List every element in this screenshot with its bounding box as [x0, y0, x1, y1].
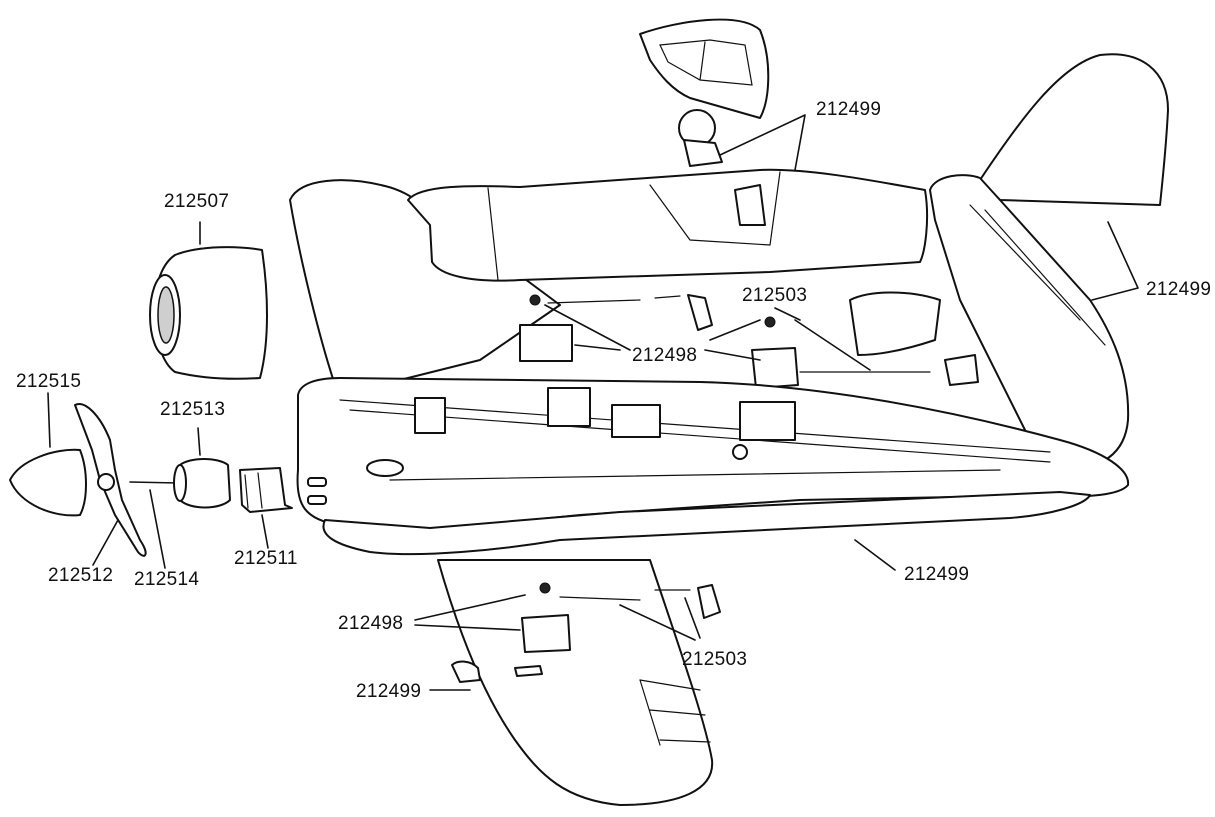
- part-label-linkage-lower: 212503: [682, 649, 748, 670]
- fuselage-inner-lines: [339, 399, 1051, 481]
- motor-shaft: [129, 481, 179, 484]
- control-horn-right: [944, 354, 979, 386]
- internal-block: [547, 387, 591, 427]
- wing-fitting: [451, 660, 481, 683]
- motor-mount: [239, 467, 293, 513]
- internal-fitting: [732, 444, 748, 460]
- motor-face: [173, 464, 187, 502]
- leader-212499-fuselage: [854, 539, 896, 571]
- mount-details: [244, 472, 263, 509]
- pilot-body: [683, 139, 723, 167]
- part-label-shaft: 212514: [134, 569, 200, 590]
- servo-upper-right: [751, 347, 799, 389]
- servo-arm: [514, 665, 543, 677]
- cowl-inner: [157, 286, 175, 344]
- part-label-servo-parts-lower: 212498: [338, 613, 404, 634]
- cockpit-seat: [734, 184, 766, 226]
- prop-hub: [97, 473, 115, 491]
- leader-212511: [261, 514, 269, 549]
- stabilizer-lines: [969, 204, 1106, 346]
- part-label-spinner: 212515: [16, 371, 82, 392]
- leader-212498-upper: [544, 304, 761, 361]
- leader-212498-lower: [414, 594, 526, 631]
- screw-icon: [539, 582, 551, 594]
- screw-icon: [307, 495, 327, 505]
- internal-block: [739, 401, 796, 441]
- control-horn-lower: [697, 584, 721, 619]
- lower-wing: [437, 559, 714, 806]
- screw-icon: [764, 316, 776, 328]
- leader-212513: [197, 427, 201, 456]
- pushrod-lower: [559, 589, 691, 601]
- part-label-fuselage: 212499: [904, 564, 970, 585]
- screw-icon: [307, 477, 327, 487]
- fuselage-lower-shell: [322, 491, 1091, 556]
- cover-details: [487, 171, 781, 281]
- part-label-motor: 212513: [160, 399, 226, 420]
- leader-212503-upper: [774, 307, 871, 371]
- part-label-propeller: 212512: [48, 565, 114, 586]
- leader-212512: [92, 519, 119, 566]
- vertical-fin: [979, 53, 1169, 206]
- fuselage-top-cover: [407, 168, 929, 282]
- canopy-frame: [659, 39, 753, 86]
- part-label-mount: 212511: [234, 548, 298, 569]
- part-label-servo-upper: 212503: [742, 285, 808, 306]
- internal-block: [414, 397, 446, 434]
- control-horn-upper: [687, 294, 713, 331]
- part-label-cowl: 212507: [164, 191, 230, 212]
- screw-icon: [529, 294, 541, 306]
- internal-block: [611, 404, 661, 438]
- leader-212503-lower: [619, 597, 701, 641]
- part-label-tail: 212499: [1146, 279, 1212, 300]
- part-label-canopy: 212499: [816, 99, 882, 120]
- leader-212514: [149, 489, 166, 569]
- lower-wing-flap-lines: [639, 679, 711, 746]
- leader-212499-top: [719, 114, 806, 171]
- motor: [179, 458, 231, 509]
- servo-lower: [521, 614, 571, 653]
- spinner: [9, 448, 87, 517]
- part-label-wing-lower: 212499: [356, 681, 422, 702]
- internal-hole: [366, 459, 404, 477]
- servo-upper-left: [519, 324, 573, 362]
- part-label-servo-parts-upper: 212498: [632, 345, 698, 366]
- inner-tail-part: [849, 291, 941, 356]
- pushrod-upper: [547, 295, 681, 304]
- leader-212499-tail: [1091, 221, 1139, 301]
- leader-212515: [47, 392, 51, 448]
